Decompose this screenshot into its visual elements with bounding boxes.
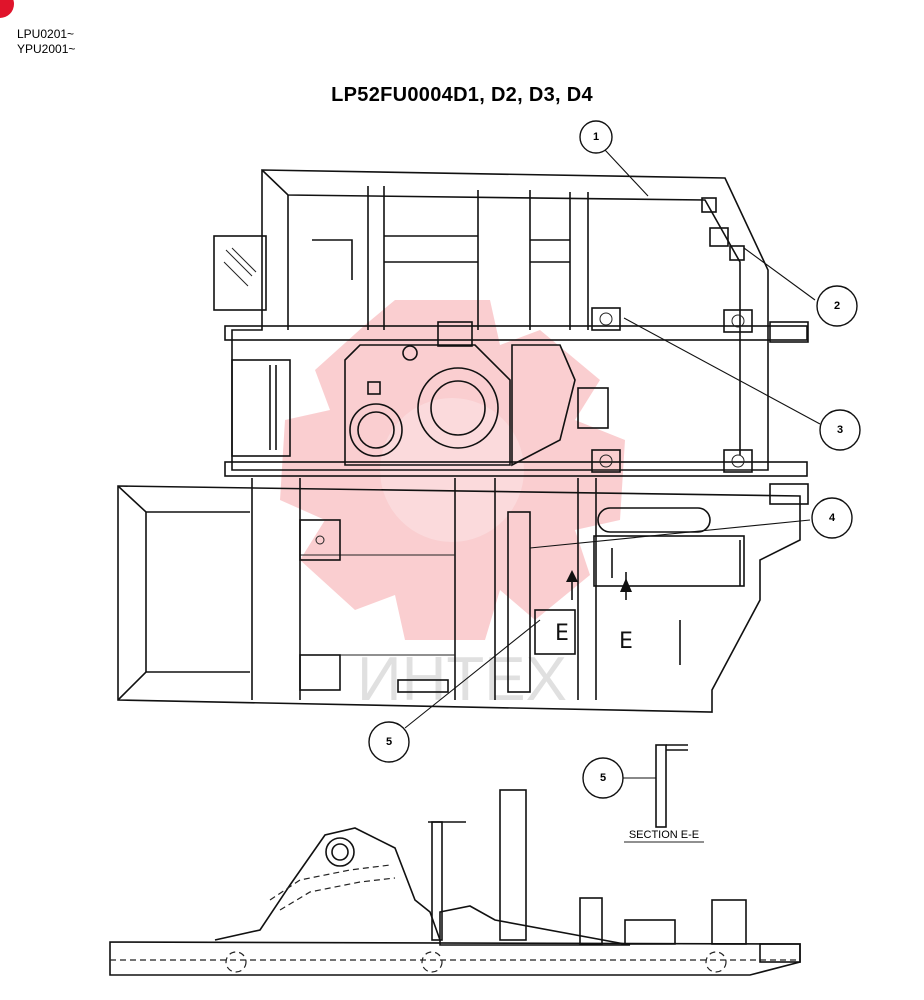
section-marker-e-1: E: [555, 621, 569, 646]
side-elevation: [109, 789, 801, 976]
callout-3-number: 3: [837, 424, 843, 436]
callout-5-section: 5: [582, 757, 624, 799]
page-title: LP52FU0004D1, D2, D3, D4: [331, 84, 593, 106]
section-marker-e-2: E: [619, 629, 633, 654]
upper-frame: [213, 169, 809, 505]
callout-5-section-number: 5: [600, 772, 606, 784]
callout-4: 4: [811, 497, 853, 539]
callout-3: 3: [819, 409, 861, 451]
callout-2: 2: [816, 285, 858, 327]
callout-4-number: 4: [829, 512, 836, 524]
section-detail: SECTION E-E: [624, 744, 704, 843]
callout-5-main: 5: [368, 721, 410, 763]
serial-range-block: LPU0201~ YPU2001~: [17, 27, 75, 57]
callout-2-number: 2: [834, 300, 840, 312]
serial-range-2: YPU2001~: [17, 42, 76, 56]
callout-5-main-number: 5: [386, 736, 392, 748]
section-caption: SECTION E-E: [629, 829, 699, 841]
lower-frame: E E: [117, 478, 801, 713]
watermark: ИНТЕХ: [280, 300, 625, 714]
callout-1: 1: [579, 120, 613, 154]
callout-1-number: 1: [593, 131, 599, 143]
watermark-text: ИНТЕХ: [357, 645, 567, 714]
serial-range-1: LPU0201~: [17, 27, 75, 41]
callouts: 1 2 3 4 5 5: [368, 120, 861, 799]
